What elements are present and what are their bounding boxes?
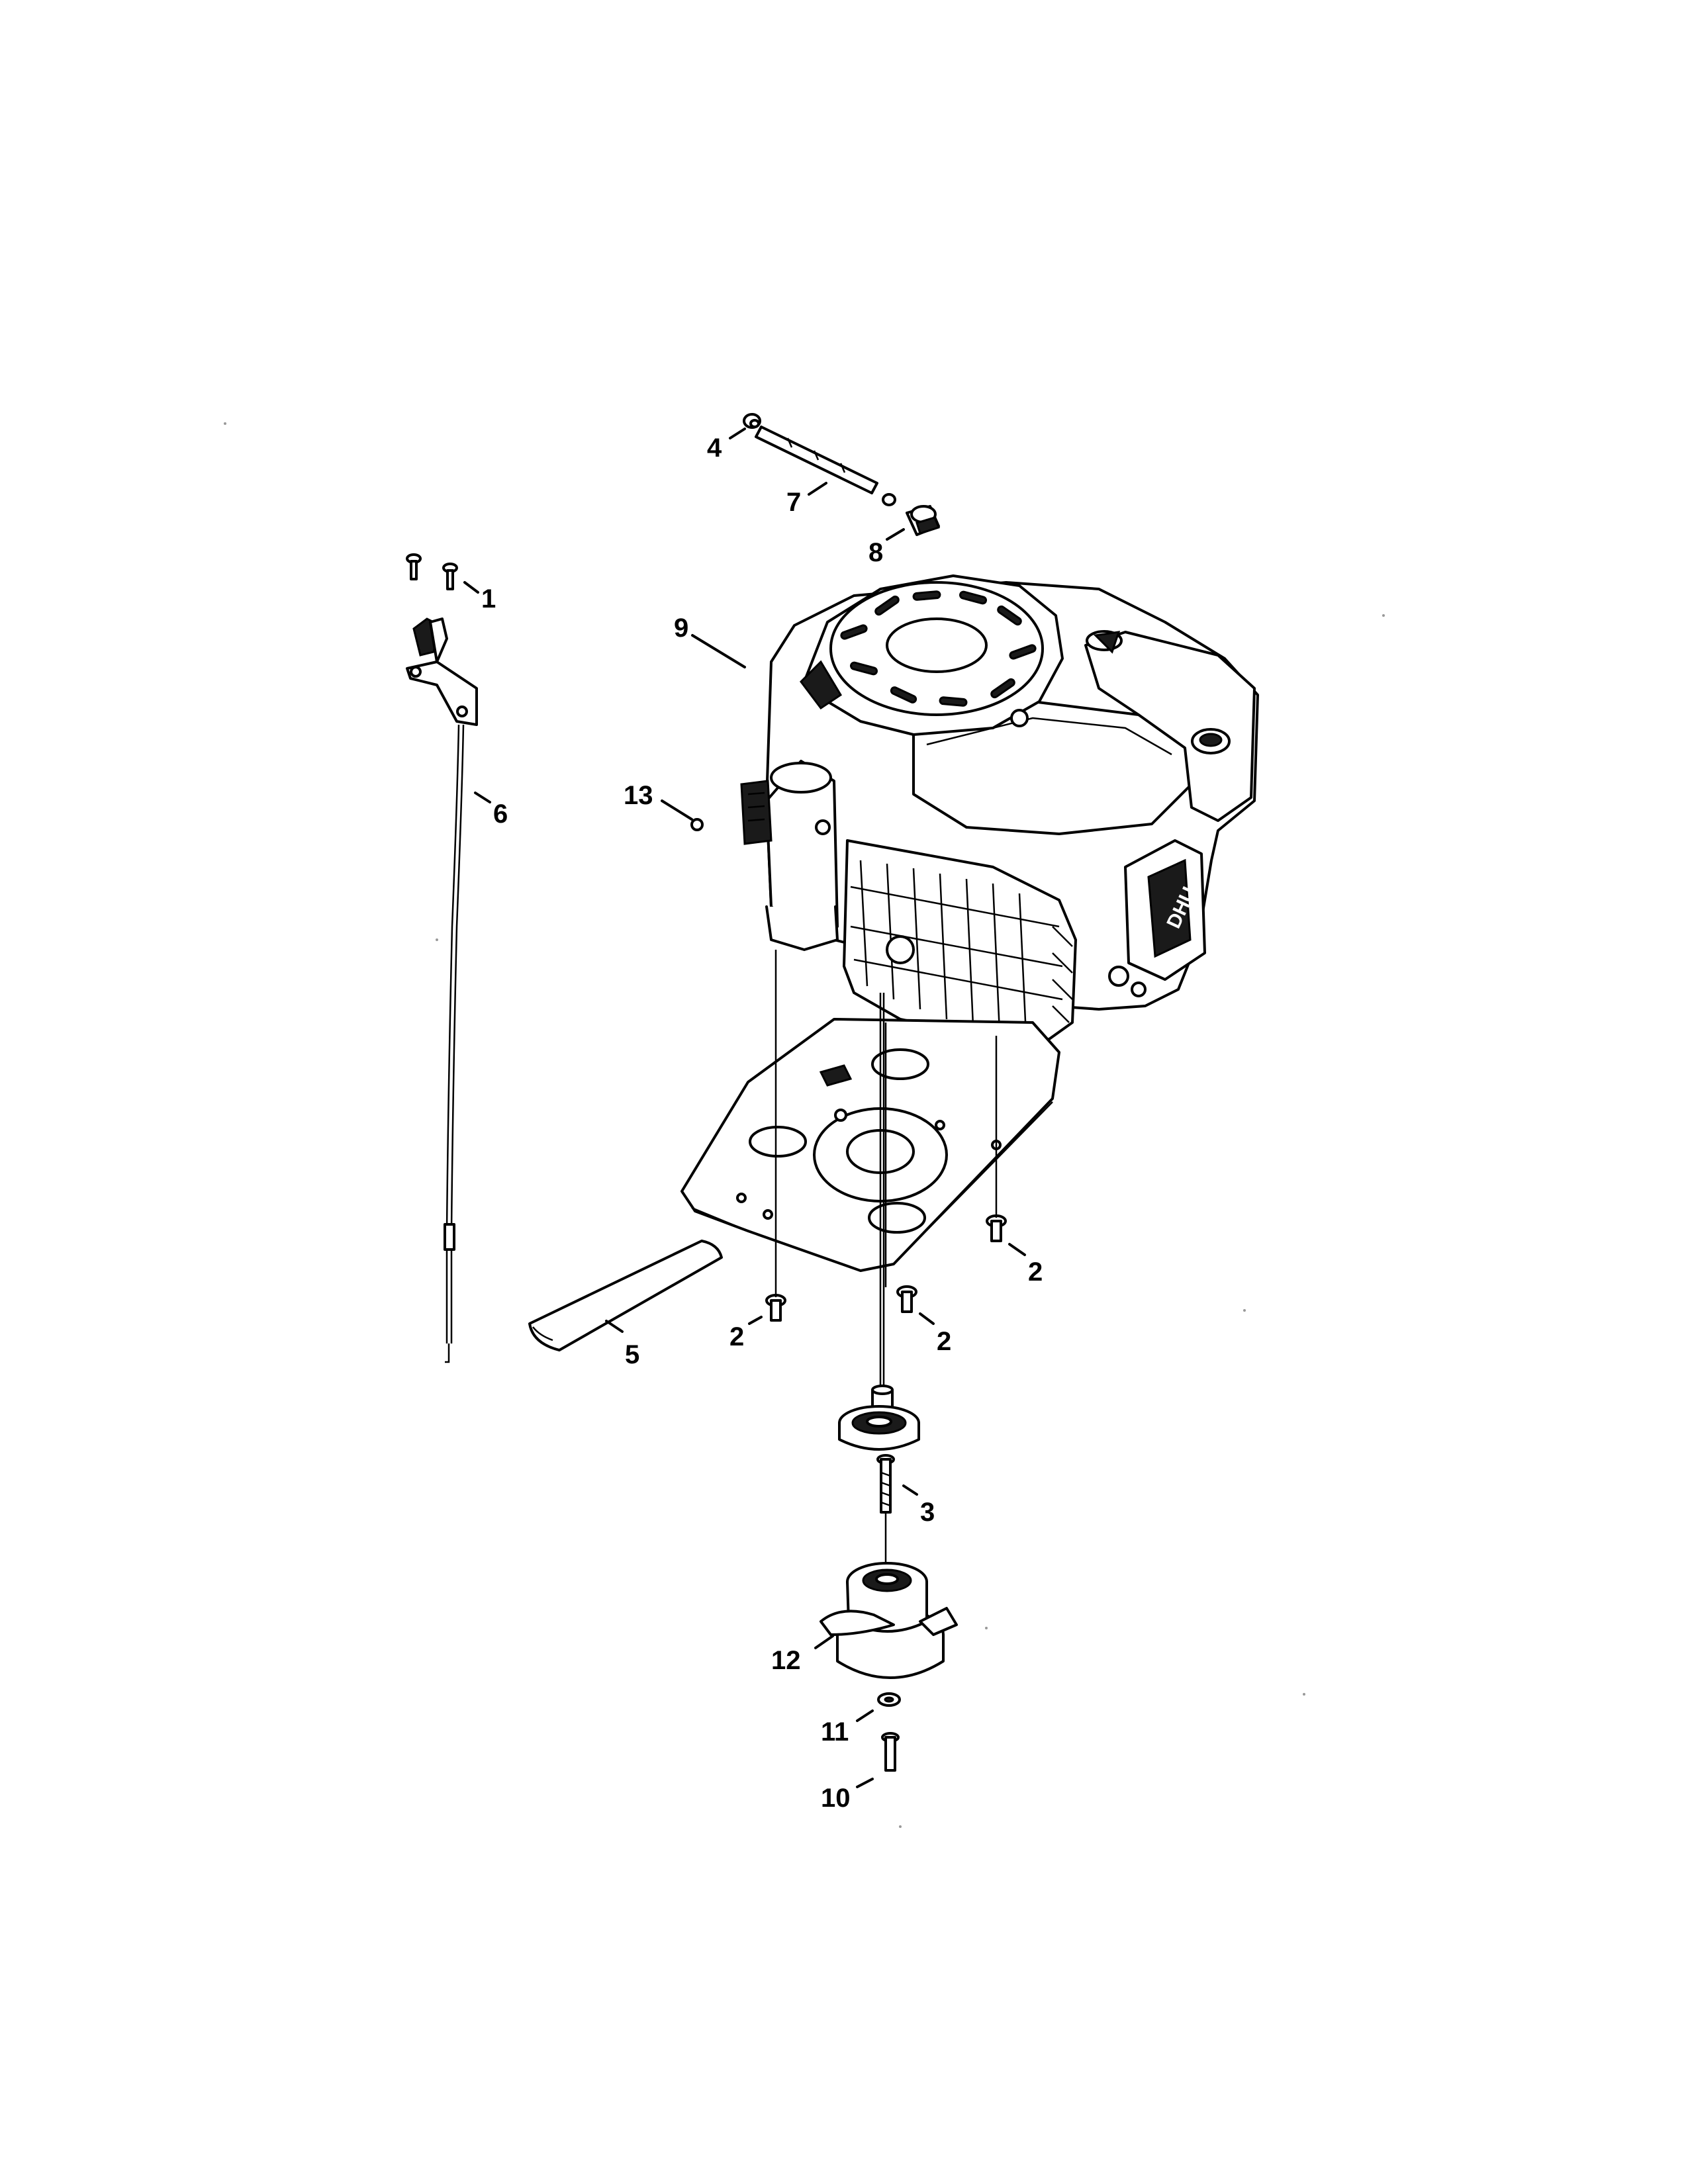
callout-8: 8 <box>868 538 883 567</box>
callout-2-center: 2 <box>937 1327 951 1356</box>
callout-1: 1 <box>481 584 496 614</box>
starter-vent-slots <box>840 590 1037 707</box>
muffler-guard <box>843 839 1077 1044</box>
engine-mounting-plate <box>680 1018 1060 1272</box>
engine-part-9: DHU <box>740 574 1259 1044</box>
bolt-part-2c <box>986 1214 1007 1242</box>
bolt-part-2b <box>896 1285 917 1313</box>
callout-labels: 1 4 7 8 9 13 6 5 2 2 2 3 12 11 10 <box>481 433 1043 1813</box>
washer-part-11 <box>877 1692 901 1707</box>
electric-pto-clutch-part-12 <box>820 1562 958 1679</box>
clamp-part-4 <box>743 413 761 429</box>
bolt-part-2a <box>765 1294 786 1322</box>
throttle-control-assembly <box>406 553 478 1363</box>
screw-part-1b <box>442 563 458 590</box>
nut-part-13 <box>690 818 704 831</box>
fuel-line-part-7 <box>755 426 878 494</box>
discharge-chute-part-5 <box>528 1240 723 1351</box>
callout-7: 7 <box>786 488 801 517</box>
recoil-starter-cover <box>800 574 1064 736</box>
clamp-small <box>882 493 896 506</box>
callout-2-right: 2 <box>1028 1257 1043 1287</box>
callout-12: 12 <box>771 1646 801 1675</box>
crankshaft-pulley <box>838 1385 920 1451</box>
callout-4: 4 <box>707 433 722 463</box>
screw-part-1a <box>406 553 422 580</box>
bolt-part-3 <box>876 1454 895 1514</box>
callout-11: 11 <box>821 1717 849 1747</box>
bolt-part-10 <box>881 1732 900 1772</box>
callout-3: 3 <box>920 1498 935 1527</box>
fuel-filter-part-8 <box>906 505 940 536</box>
callout-5: 5 <box>625 1340 639 1369</box>
fuel-line-assembly <box>743 413 940 536</box>
callout-2-left: 2 <box>729 1322 744 1351</box>
callout-9: 9 <box>674 614 688 643</box>
valve-cover: DHU <box>1108 839 1206 997</box>
callout-10: 10 <box>821 1784 851 1813</box>
callout-leaders <box>463 428 1026 1788</box>
throttle-cable-part-6 <box>444 724 465 1363</box>
control-lever-bracket <box>406 617 478 726</box>
callout-6: 6 <box>493 799 508 829</box>
callout-13: 13 <box>624 781 653 810</box>
